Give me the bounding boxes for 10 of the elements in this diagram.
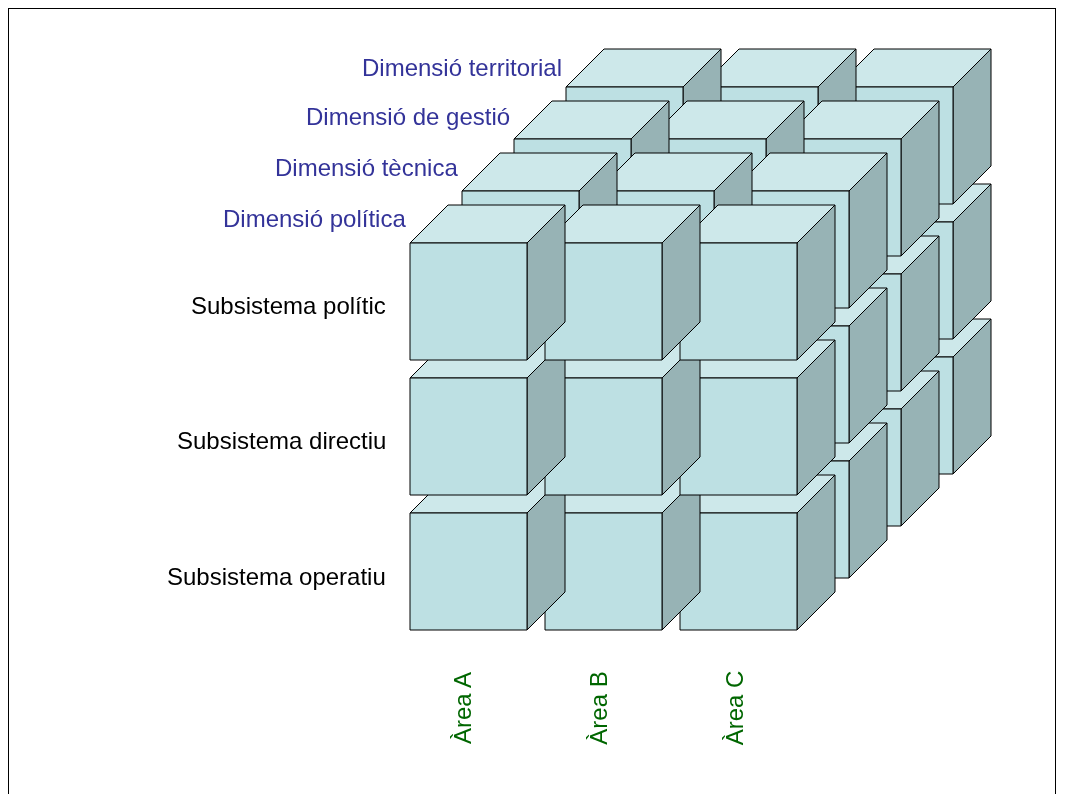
dimension-label: Dimensió de gestió — [306, 103, 511, 131]
column-label: Àrea A — [449, 672, 477, 744]
row-label: Subsistema polític — [191, 292, 386, 320]
dimension-label: Dimensió territorial — [362, 54, 563, 82]
dimension-label: Dimensió política — [223, 205, 406, 233]
row-label: Subsistema operatiu — [167, 563, 386, 591]
column-label: Àrea C — [720, 670, 749, 746]
column-label: Àrea B — [584, 671, 613, 745]
row-label: Subsistema directiu — [177, 427, 387, 455]
dimension-label: Dimensió tècnica — [275, 154, 458, 182]
